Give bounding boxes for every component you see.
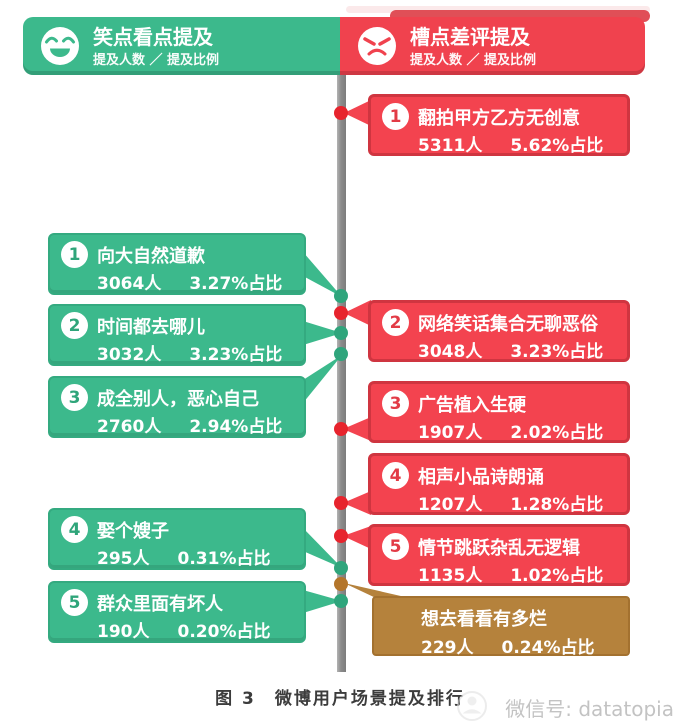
rank-badge: 3 [382, 390, 409, 417]
header-positive-text: 笑点看点提及 提及人数 ／ 提及比例 [93, 25, 219, 68]
header-negative-subtitle: 提及人数 ／ 提及比例 [410, 52, 537, 68]
left-box-5: 5 群众里面有坏人 190人 0.20%占比 [48, 581, 306, 643]
box-ratio: 0.24%占比 [501, 638, 595, 658]
rank-badge: 1 [382, 103, 409, 130]
header-negative-title: 槽点差评提及 [410, 24, 530, 49]
rank-badge: 4 [61, 516, 88, 543]
box-ratio: 1.28%占比 [510, 495, 604, 515]
box-count: 295人 [97, 549, 150, 569]
connector-right-2 [344, 300, 371, 326]
right-box-5: 5 情节跳跃杂乱无逻辑 1135人 1.02%占比 [368, 524, 630, 586]
neutral-box: 想去看看有多烂 229人 0.24%占比 [372, 596, 630, 658]
angry-face-icon [358, 27, 396, 65]
left-box-2: 2 时间都去哪儿 3032人 3.23%占比 [48, 304, 306, 366]
box-count: 2760人 [97, 417, 162, 437]
watermark-text: 微信号: datatopia [505, 697, 674, 721]
left-box-1: 1 向大自然道歉 3064人 3.27%占比 [48, 233, 306, 295]
box-title: 向大自然道歉 [97, 245, 205, 267]
right-box-4: 4 相声小品诗朗诵 1207人 1.28%占比 [368, 453, 630, 515]
connector-right-3 [343, 417, 371, 441]
right-box-2: 2 网络笑话集合无聊恶俗 3048人 3.23%占比 [368, 300, 630, 362]
left-box-4: 4 娶个嫂子 295人 0.31%占比 [48, 508, 306, 570]
box-title: 情节跳跃杂乱无逻辑 [418, 537, 580, 559]
box-count: 3032人 [97, 345, 162, 365]
rank-badge: 3 [61, 384, 88, 411]
watermark-logo [457, 691, 487, 721]
box-ratio: 0.20%占比 [177, 622, 271, 642]
box-title: 翻拍甲方乙方无创意 [418, 107, 580, 129]
laughing-face-icon [41, 27, 79, 65]
rank-badge: 1 [61, 241, 88, 268]
box-count: 1135人 [418, 566, 483, 586]
rank-badge: 5 [382, 533, 409, 560]
box-count: 3048人 [418, 342, 483, 362]
box-ratio: 3.23%占比 [189, 345, 283, 365]
right-box-3: 3 广告植入生硬 1907人 2.02%占比 [368, 381, 630, 443]
box-title: 网络笑话集合无聊恶俗 [418, 313, 598, 335]
connector-right-4 [343, 491, 371, 515]
rank-badge: 2 [382, 309, 409, 336]
box-title: 娶个嫂子 [97, 520, 169, 542]
timeline-axis [337, 75, 346, 672]
box-ratio: 5.62%占比 [510, 136, 604, 156]
box-title: 群众里面有坏人 [97, 593, 223, 615]
header-underlay-light [346, 6, 650, 13]
rank-badge: 4 [382, 462, 409, 489]
connector-right-1 [344, 100, 371, 126]
header-positive: 笑点看点提及 提及人数 ／ 提及比例 [23, 17, 340, 75]
box-ratio: 1.02%占比 [510, 566, 604, 586]
box-ratio: 3.23%占比 [510, 342, 604, 362]
box-count: 5311人 [418, 136, 483, 156]
header-positive-subtitle: 提及人数 ／ 提及比例 [93, 52, 220, 68]
right-box-1: 1 翻拍甲方乙方无创意 5311人 5.62%占比 [368, 94, 630, 156]
box-count: 3064人 [97, 274, 162, 294]
rank-badge: 5 [61, 589, 88, 616]
left-box-3: 3 成全别人，恶心自己 2760人 2.94%占比 [48, 376, 306, 438]
box-title: 相声小品诗朗诵 [418, 466, 544, 488]
figure-caption: 图 3 微博用户场景提及排行 [215, 689, 465, 709]
box-count: 1907人 [418, 423, 483, 443]
rank-badge: 2 [61, 312, 88, 339]
header-negative: 槽点差评提及 提及人数 ／ 提及比例 [340, 17, 645, 75]
header-positive-title: 笑点看点提及 [93, 24, 213, 49]
header-negative-text: 槽点差评提及 提及人数 ／ 提及比例 [410, 25, 536, 68]
box-ratio: 2.02%占比 [510, 423, 604, 443]
box-ratio: 0.31%占比 [177, 549, 271, 569]
connector-right-5 [343, 526, 371, 549]
box-ratio: 2.94%占比 [189, 417, 283, 437]
box-title: 成全别人，恶心自己 [97, 388, 259, 410]
box-ratio: 3.27%占比 [189, 274, 283, 294]
box-title: 想去看看有多烂 [421, 609, 547, 630]
box-title: 广告植入生硬 [418, 394, 526, 416]
box-title: 时间都去哪儿 [97, 316, 205, 338]
box-count: 190人 [97, 622, 150, 642]
box-count: 1207人 [418, 495, 483, 515]
box-count: 229人 [421, 638, 474, 658]
